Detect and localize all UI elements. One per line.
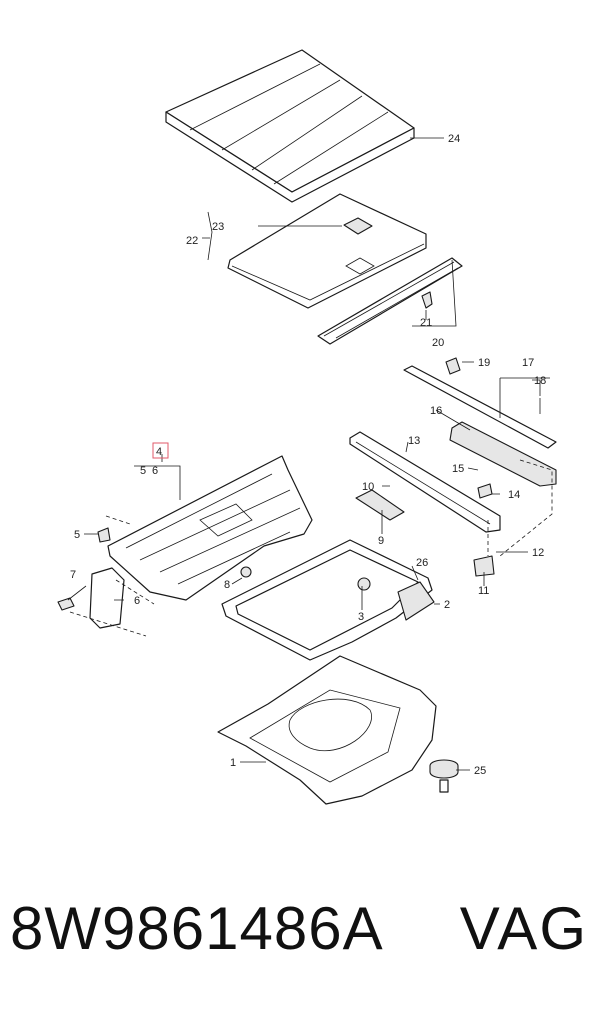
callout-5: 5 (74, 529, 80, 541)
callout-21: 21 (420, 317, 432, 329)
callout-9: 9 (378, 535, 384, 547)
callout-6-group: 6 (152, 465, 158, 477)
callout-8: 8 (224, 579, 230, 591)
callout-26: 26 (416, 557, 428, 569)
assembly-guide-lines (69, 459, 553, 637)
callout-16: 16 (430, 405, 442, 417)
highlight-box (152, 442, 169, 459)
callout-17: 17 (522, 357, 534, 369)
footer: 8W9861486A VAG (0, 890, 600, 990)
part-2-frame-seal (221, 539, 435, 661)
part-24-cover-panel (165, 49, 415, 203)
callout-4: 4 (156, 446, 162, 458)
part-20-sill-trim (317, 257, 463, 345)
callout-11: 11 (478, 585, 489, 597)
callout-15: 15 (452, 463, 464, 475)
brand-text: VAG (459, 895, 588, 962)
callout-5-group: 5 (140, 465, 146, 477)
part-1-floor-tray (217, 655, 437, 805)
callout-7: 7 (70, 569, 76, 581)
callout-18: 18 (534, 375, 546, 387)
callout-19: 19 (478, 357, 490, 369)
callout-3: 3 (358, 611, 364, 623)
callout-25: 25 (474, 765, 486, 777)
part-4-floor-insert (97, 455, 313, 601)
callout-1: 1 (230, 757, 236, 769)
part-6-side-box (57, 566, 252, 629)
callout-14: 14 (508, 489, 520, 501)
callout-24: 24 (448, 133, 460, 145)
part-17-side-rail (403, 357, 557, 487)
part-22-floor-panel (227, 193, 427, 309)
callout-10: 10 (362, 481, 374, 493)
leader-lines (67, 137, 550, 771)
callout-numbers: 24 22 23 21 20 19 17 18 16 13 15 14 10 9… (70, 133, 546, 777)
callout-23: 23 (212, 221, 224, 233)
exploded-parts-diagram: 24 22 23 21 20 19 17 18 16 13 15 14 10 9… (57, 49, 557, 805)
callout-20: 20 (432, 337, 444, 349)
part-13-rail (349, 431, 501, 577)
callout-22: 22 (186, 235, 198, 247)
callout-2: 2 (444, 599, 450, 611)
callout-13: 13 (408, 435, 420, 447)
part-25-bolt (429, 759, 459, 793)
callout-6: 6 (134, 595, 140, 607)
part-number-text: 8W9861486A (10, 895, 384, 962)
callout-12: 12 (532, 547, 544, 559)
